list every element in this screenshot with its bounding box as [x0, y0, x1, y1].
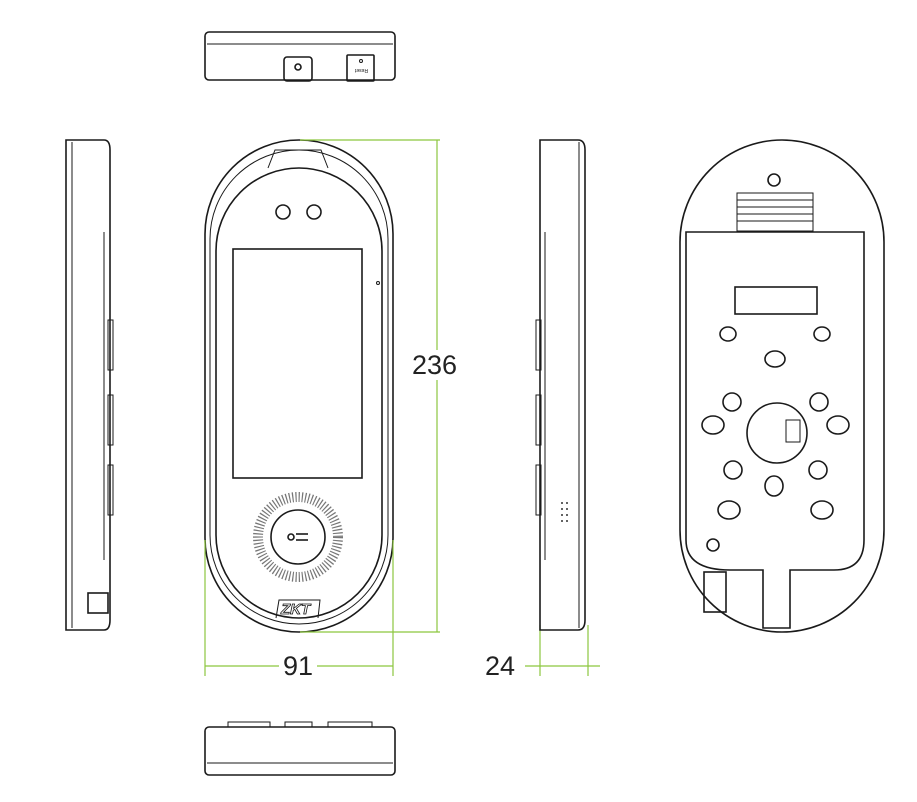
screen	[232, 248, 363, 479]
height-dimension	[300, 139, 440, 633]
depth-dimension	[525, 625, 600, 676]
right-side-view	[535, 139, 586, 631]
reset-button	[346, 54, 375, 82]
camera-right-icon	[306, 204, 322, 220]
front-view: ZKT	[204, 139, 394, 633]
bottom-view	[204, 721, 396, 776]
camera-left-icon	[275, 204, 291, 220]
height-dimension-label: 236	[408, 350, 462, 380]
width-dimension-label: 91	[279, 651, 318, 681]
power-port	[283, 56, 313, 82]
reset-label: Reset	[354, 67, 368, 73]
top-view: Reset	[204, 31, 396, 82]
brand-logo: ZKT	[280, 601, 312, 618]
back-view	[679, 139, 885, 633]
depth-dimension-label: 24	[481, 651, 520, 681]
card-reader-icon	[270, 509, 326, 565]
left-side-view	[65, 139, 114, 631]
